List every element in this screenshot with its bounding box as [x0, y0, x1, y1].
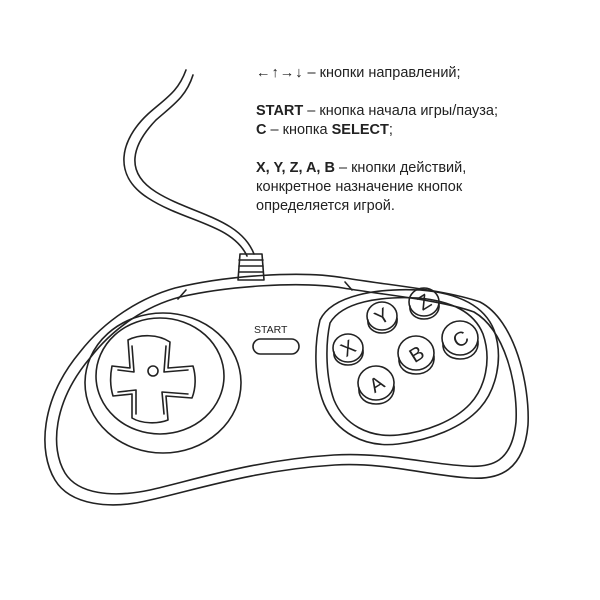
start-key: START: [256, 103, 304, 119]
arrows-keys: ←↑→↓: [256, 65, 304, 81]
c-button-label: C: [449, 327, 473, 353]
dpad[interactable]: [109, 334, 196, 424]
b-button[interactable]: B: [397, 335, 435, 375]
x-button[interactable]: X: [332, 333, 364, 366]
dpad-area: [84, 312, 242, 454]
legend-action-line: X, Y, Z, A, B – кнопки действий,: [256, 159, 586, 178]
cable: [123, 69, 255, 257]
x-button-label: X: [337, 336, 360, 362]
controller-body: [44, 273, 529, 506]
legend-action-line-2: конкретное назначение кнопок: [256, 179, 463, 195]
legend-arrows-line: ←↑→↓ – кнопки направлений;: [256, 64, 586, 83]
legend-action-line-3: определяется игрой.: [256, 198, 395, 214]
dpad-center: [147, 365, 159, 377]
c-select: SELECT: [331, 122, 389, 138]
a-button[interactable]: A: [357, 365, 395, 405]
controller-body-inner: [55, 283, 517, 495]
z-button-label: Z: [414, 290, 436, 315]
start-desc: – кнопка начала игры/пауза;: [303, 103, 498, 119]
start-button[interactable]: START: [252, 324, 300, 355]
c-key: C: [256, 122, 267, 138]
c-end: ;: [388, 122, 393, 138]
arrows-desc: – кнопки направлений;: [303, 65, 461, 81]
cable-connector: [237, 253, 265, 281]
legend-start-line: START – кнопка начала игры/пауза;: [256, 102, 586, 121]
start-label: START: [254, 324, 288, 336]
y-button[interactable]: Y: [366, 301, 398, 334]
action-area: [315, 288, 500, 446]
z-button[interactable]: Z: [408, 287, 440, 320]
b-button-label: B: [406, 342, 429, 368]
legend-c-line: C – кнопка SELECT;: [256, 121, 586, 140]
c-button[interactable]: C: [441, 320, 479, 360]
legend: ←↑→↓ – кнопки направлений; START – кнопк…: [256, 64, 586, 216]
a-button-label: A: [366, 371, 390, 397]
c-mid: – кнопка: [266, 122, 332, 138]
action-desc: – кнопки действий,: [334, 160, 467, 176]
y-button-label: Y: [371, 304, 394, 330]
action-keys: X, Y, Z, A, B: [256, 160, 335, 176]
